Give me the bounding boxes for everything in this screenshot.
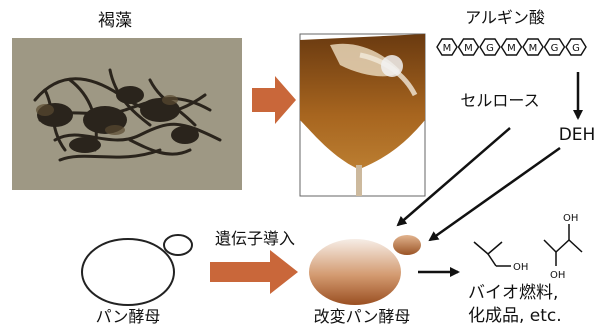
cellulose-label: セルロース	[460, 91, 539, 110]
alginate-unit-letter: M	[507, 43, 516, 54]
alginate-unit: G	[545, 39, 565, 55]
alginate-unit-letter: G	[486, 43, 494, 54]
brown-algae-photo	[12, 38, 242, 190]
gene-transfer-label: 遺伝子導入	[215, 229, 295, 248]
butanediol-oh-bottom-label: OH	[550, 270, 565, 281]
deh-to-yeast-arrow-1	[430, 148, 560, 240]
alginate-unit: M	[502, 39, 522, 55]
alginate-unit: M	[523, 39, 543, 55]
alginate-unit: G	[566, 39, 586, 55]
chemicals-label: 化成品, etc.	[468, 306, 562, 325]
isobutanol-oh-label: OH	[513, 262, 528, 273]
butanediol-oh-top-label: OH	[563, 213, 578, 224]
alginate-unit: M	[459, 39, 479, 55]
alginate-unit-letter: G	[572, 43, 580, 54]
deh-label: DEH	[559, 125, 596, 145]
alginate-unit-letter: M	[529, 43, 538, 54]
alginic-acid-label: アルギン酸	[465, 8, 545, 27]
alginate-liquid-photo	[300, 34, 425, 196]
alginate-chain: MMGMMGG	[437, 39, 586, 55]
modified-yeast-cell	[309, 235, 421, 305]
bakers-yeast-label: パン酵母	[96, 307, 161, 325]
process-arrow	[252, 76, 296, 124]
alginate-unit-letter: M	[464, 43, 473, 54]
modified-yeast-label: 改変パン酵母	[314, 307, 411, 325]
alginate-unit-letter: G	[551, 43, 559, 54]
brown-algae-label: 褐藻	[98, 11, 132, 31]
biofuel-label: バイオ燃料,	[468, 283, 558, 303]
alginate-unit: G	[480, 39, 500, 55]
alginate-unit-letter: M	[443, 43, 452, 54]
product-structures	[474, 224, 582, 266]
alginate-unit: M	[437, 39, 457, 55]
gene-transfer-arrow	[210, 250, 298, 294]
bakers-yeast-cell	[82, 235, 192, 305]
